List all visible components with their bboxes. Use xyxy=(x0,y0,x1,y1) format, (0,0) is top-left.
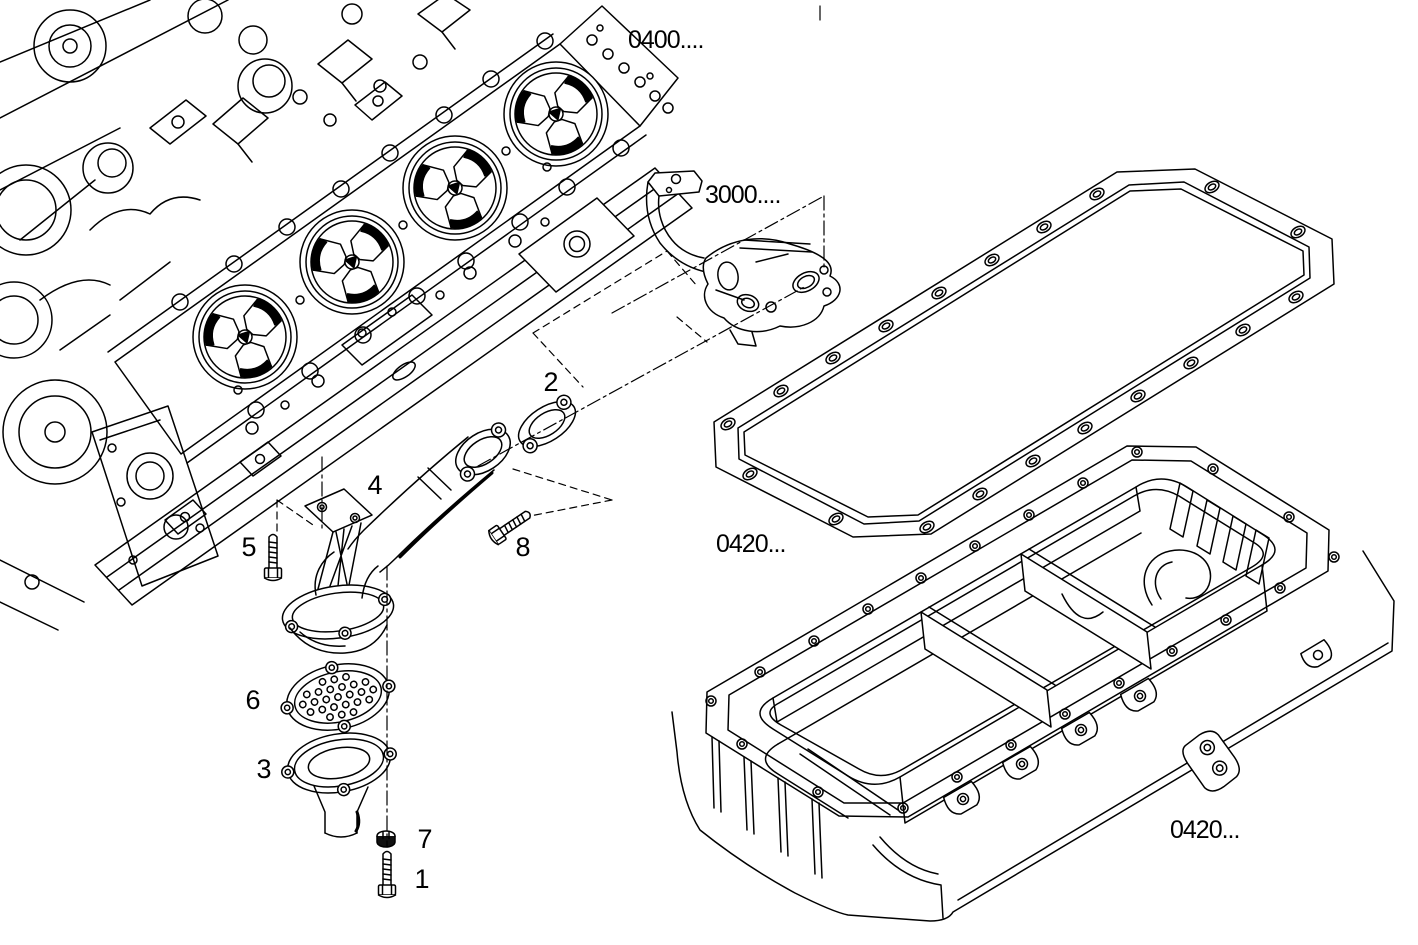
reference-lines xyxy=(276,5,825,848)
bell-mouth-flange xyxy=(281,584,395,640)
callout-3[interactable]: 3 xyxy=(256,754,271,784)
callout-5[interactable]: 5 xyxy=(241,532,256,562)
double-boss xyxy=(1182,730,1240,792)
pipe-flange xyxy=(455,422,511,482)
corner-bracket xyxy=(1300,638,1333,668)
strainer-plate xyxy=(280,660,396,734)
leader-lines xyxy=(276,250,708,532)
oil-sump-gasket xyxy=(713,168,1335,538)
center-lines xyxy=(321,5,825,848)
flange-gasket-2 xyxy=(517,394,577,454)
assembly-code-oil-pump[interactable]: 3000.... xyxy=(705,181,781,209)
callout-2[interactable]: 2 xyxy=(543,367,558,397)
callout-4[interactable]: 4 xyxy=(367,470,382,500)
oil-pump-bracket-assembly xyxy=(645,170,841,347)
head-bolt-holes xyxy=(171,32,630,419)
suction-funnel xyxy=(281,732,397,838)
assembly-code-sump-gasket[interactable]: 0420... xyxy=(716,530,786,558)
callout-8[interactable]: 8 xyxy=(515,532,530,562)
callout-6[interactable]: 6 xyxy=(245,685,260,715)
callout-1[interactable]: 1 xyxy=(414,864,429,894)
assembly-code-oil-sump[interactable]: 0420... xyxy=(1170,816,1240,844)
callout-7[interactable]: 7 xyxy=(417,824,432,854)
strainer-holes xyxy=(298,672,378,722)
callout-labels: 0400.... 3000.... 0420... 0420... 1 2 3 … xyxy=(241,26,1240,894)
oil-sump xyxy=(671,445,1395,922)
nut-7 xyxy=(376,830,396,848)
assembly-code-engine-block[interactable]: 0400.... xyxy=(628,26,704,54)
